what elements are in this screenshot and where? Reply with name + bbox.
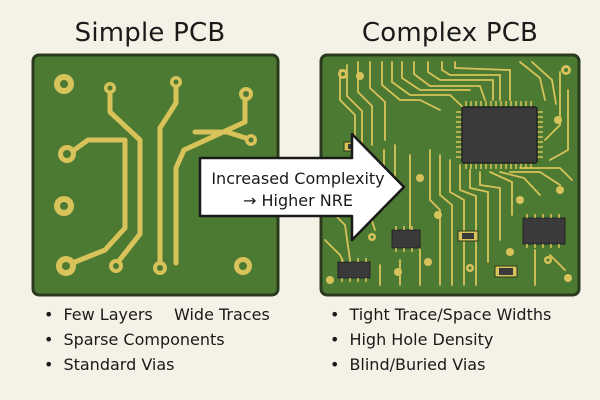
complex-feature-item: Blind/Buried Vias	[330, 352, 590, 377]
complexity-arrow	[198, 132, 406, 242]
simple-traces	[67, 82, 255, 266]
complex-feature-item: Tight Trace/Space Widths	[330, 302, 590, 327]
chip-pins	[456, 101, 543, 169]
complex-feature-item: High Hole Density	[330, 327, 590, 352]
simple-feature-list: Few Layers Sparse Components Standard Vi…	[44, 302, 294, 377]
complex-pcb-title: Complex PCB	[361, 18, 539, 48]
simple-feature-item: Standard Vias	[44, 352, 294, 377]
small-components	[337, 141, 566, 282]
main-ic-chip	[461, 106, 538, 164]
simple-feature-item: Sparse Components	[44, 327, 294, 352]
simple-pcb-title: Simple PCB	[74, 18, 226, 48]
wide-traces-label: Wide Traces	[174, 305, 270, 324]
simple-vias	[54, 74, 257, 276]
simple-pcb-board	[31, 53, 280, 297]
arrow-label-line1: Increased Complexity	[211, 169, 385, 188]
complex-feature-list: Tight Trace/Space Widths High Hole Densi…	[330, 302, 590, 377]
arrow-label-line2: → Higher NRE	[243, 191, 353, 210]
simple-feature-item: Few Layers	[44, 302, 294, 327]
